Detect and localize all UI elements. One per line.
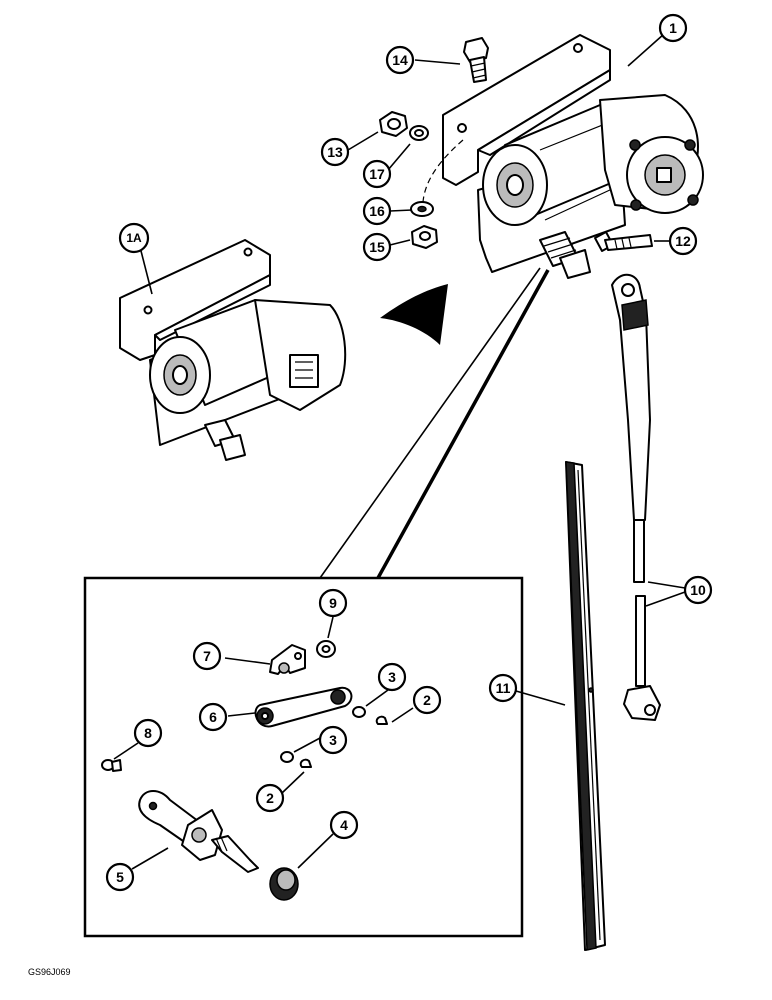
wiper-blade [565, 461, 606, 951]
callout-7-label: 7 [203, 648, 211, 664]
nut-15 [411, 225, 438, 249]
clip-2a [375, 715, 388, 725]
leader-lines [113, 33, 686, 870]
callout-13: 13 [320, 137, 350, 167]
washer-3a [352, 706, 366, 718]
callout-12-label: 12 [675, 233, 691, 249]
callout-5: 5 [105, 862, 135, 892]
callout-15: 15 [362, 232, 392, 262]
callout-15-label: 15 [369, 239, 385, 255]
detail-inset-frame [83, 576, 524, 938]
callout-10: 10 [683, 575, 713, 605]
switch-5 [138, 790, 259, 873]
callout-14-label: 14 [392, 52, 408, 68]
callout-1-label: 1 [669, 20, 677, 36]
callout-4: 4 [329, 810, 359, 840]
nut-9 [316, 640, 336, 658]
drive-link-6 [254, 686, 353, 728]
callout-8: 8 [133, 718, 163, 748]
callout-2a-label: 2 [423, 692, 431, 708]
callout-17-label: 17 [369, 166, 385, 182]
callout-3a: 3 [377, 662, 407, 692]
callout-17: 17 [362, 159, 392, 189]
screw-8 [101, 759, 122, 772]
clip-2b [299, 758, 312, 768]
callout-12: 12 [668, 226, 698, 256]
callout-6-label: 6 [209, 709, 217, 725]
bolt-14 [463, 37, 489, 83]
callout-2b-label: 2 [266, 790, 274, 806]
flat-washer-16 [410, 201, 434, 217]
callout-6: 6 [198, 702, 228, 732]
callout-2b: 2 [255, 783, 285, 813]
callout-1A-label: 1A [126, 231, 142, 245]
callout-11: 11 [488, 673, 518, 703]
washer-3b [280, 751, 294, 763]
callout-3b: 3 [318, 725, 348, 755]
arrow-icon [380, 284, 448, 345]
wiper-motor-assembly [442, 34, 704, 279]
callout-3a-label: 3 [388, 669, 396, 685]
callout-4-label: 4 [340, 817, 348, 833]
callout-16: 16 [362, 196, 392, 226]
callout-9-label: 9 [329, 595, 337, 611]
callout-7: 7 [192, 641, 222, 671]
callout-2a: 2 [412, 685, 442, 715]
callout-8-label: 8 [144, 725, 152, 741]
bolt-12 [594, 231, 653, 252]
callout-10-label: 10 [690, 582, 706, 598]
wiper-arm [611, 273, 661, 721]
callout-13-label: 13 [327, 144, 343, 160]
callout-3b-label: 3 [329, 732, 337, 748]
lock-washer-17 [409, 125, 429, 141]
figure-reference: GS96J069 [28, 967, 71, 977]
callout-14: 14 [385, 45, 415, 75]
callout-5-label: 5 [116, 869, 124, 885]
nut-13 [379, 111, 408, 137]
callout-1: 1 [658, 13, 688, 43]
wiper-motor-alternate [119, 239, 347, 461]
callout-9: 9 [318, 588, 348, 618]
crank-bracket-7 [269, 644, 306, 675]
callout-16-label: 16 [369, 203, 385, 219]
callout-11-label: 11 [496, 680, 511, 696]
knob-4 [269, 867, 299, 901]
callout-1A: 1A [118, 222, 150, 254]
